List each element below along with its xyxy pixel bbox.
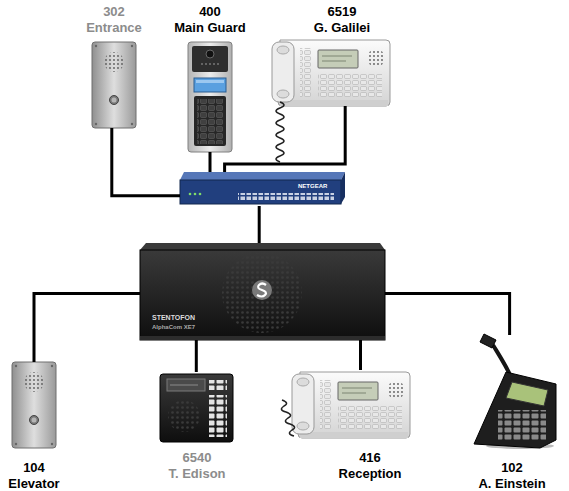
keypad-station bbox=[196, 80, 224, 83]
network-cable bbox=[34, 293, 140, 362]
station-name: Elevator bbox=[0, 476, 99, 491]
network-switch bbox=[180, 180, 341, 204]
station-name: T. Edison bbox=[132, 466, 262, 482]
keypad-station bbox=[192, 46, 228, 72]
extension-number: 302 bbox=[49, 4, 179, 20]
desk-station bbox=[209, 380, 227, 390]
intercom-server bbox=[140, 250, 385, 340]
network-cable bbox=[209, 152, 212, 172]
keypad-station: 400Main Guard bbox=[188, 42, 232, 152]
network-switch bbox=[341, 172, 345, 204]
network-switch bbox=[194, 193, 197, 196]
desk-microphone-station bbox=[474, 334, 556, 449]
desk-station bbox=[170, 385, 198, 386]
network-cable bbox=[258, 206, 261, 243]
device-label: 416Reception bbox=[305, 450, 435, 482]
handset-cord bbox=[281, 400, 294, 436]
extension-number: 102 bbox=[447, 460, 569, 476]
intercom-server bbox=[222, 253, 302, 333]
network-cable bbox=[385, 293, 510, 335]
device-label: 6540T. Edison bbox=[132, 450, 262, 482]
extension-number: 6540 bbox=[132, 450, 262, 466]
network-switch: NETGEAR bbox=[180, 172, 345, 206]
network-switch bbox=[180, 172, 345, 180]
desk-microphone-station: 102A. Einstein bbox=[470, 335, 558, 448]
network-switch bbox=[180, 172, 345, 204]
device-label: 102A. Einstein bbox=[447, 460, 569, 491]
desk-station bbox=[160, 374, 233, 442]
desk-station bbox=[167, 379, 205, 391]
keypad-station bbox=[188, 42, 232, 152]
handset-cord bbox=[276, 102, 284, 162]
extension-number: 416 bbox=[305, 450, 435, 466]
keypad-station bbox=[201, 63, 203, 65]
network-switch bbox=[199, 193, 202, 196]
network-switch bbox=[238, 193, 334, 200]
intercom-panel: 104Elevator bbox=[12, 362, 56, 450]
device-label: 6519G. Galilei bbox=[277, 4, 407, 36]
network-cable bbox=[359, 340, 362, 370]
network-cable bbox=[112, 128, 180, 196]
keypad-station bbox=[197, 99, 224, 144]
desk-station: 6519G. Galilei bbox=[272, 38, 390, 106]
network-cable bbox=[225, 106, 346, 172]
intercom-server bbox=[140, 336, 385, 340]
intercom-server bbox=[140, 243, 385, 340]
extension-number: 104 bbox=[0, 460, 99, 476]
intercom-panel bbox=[92, 42, 136, 128]
desk-station: 6540T. Edison bbox=[160, 372, 233, 442]
station-name: G. Galilei bbox=[277, 20, 407, 36]
station-name: Main Guard bbox=[145, 20, 275, 36]
keypad-station bbox=[188, 42, 232, 152]
keypad-station bbox=[209, 63, 211, 65]
intercom-panel: 302Entrance bbox=[92, 42, 136, 128]
station-name: A. Einstein bbox=[447, 476, 569, 491]
intercom-server bbox=[257, 284, 266, 297]
keypad-station bbox=[205, 63, 207, 65]
brand-text: STENTOFON bbox=[152, 313, 195, 322]
keypad-station bbox=[194, 96, 226, 146]
network-cable bbox=[195, 340, 198, 372]
brand-text: NETGEAR bbox=[298, 182, 327, 190]
intercom-server bbox=[140, 243, 385, 250]
desk-station bbox=[272, 40, 390, 106]
desk-station bbox=[292, 372, 410, 438]
desk-microphone-station bbox=[480, 334, 496, 348]
desk-microphone-station bbox=[498, 410, 546, 440]
keypad-station bbox=[213, 63, 215, 65]
keypad-station bbox=[206, 50, 214, 58]
brand-text: AlphaCom XE7 bbox=[152, 323, 195, 331]
intercom-server bbox=[252, 280, 272, 300]
desk-microphone-station bbox=[474, 372, 556, 448]
intercom-server: STENTOFONAlphaCom XE7 bbox=[140, 243, 385, 340]
desk-station bbox=[160, 374, 233, 442]
keypad-station bbox=[217, 63, 219, 65]
device-label: 302Entrance bbox=[49, 4, 179, 36]
desk-station bbox=[168, 400, 200, 432]
station-name: Reception bbox=[305, 466, 435, 482]
desk-station bbox=[209, 395, 227, 437]
extension-number: 400 bbox=[145, 4, 275, 20]
device-label: 104Elevator bbox=[0, 460, 99, 491]
extension-number: 6519 bbox=[277, 4, 407, 20]
network-switch bbox=[189, 193, 192, 196]
desk-station: 416Reception bbox=[292, 370, 402, 438]
device-label: 400Main Guard bbox=[145, 4, 275, 36]
keypad-station bbox=[194, 78, 226, 92]
station-name: Entrance bbox=[49, 20, 179, 36]
intercom-panel bbox=[12, 362, 56, 448]
desk-microphone-station bbox=[506, 382, 548, 406]
